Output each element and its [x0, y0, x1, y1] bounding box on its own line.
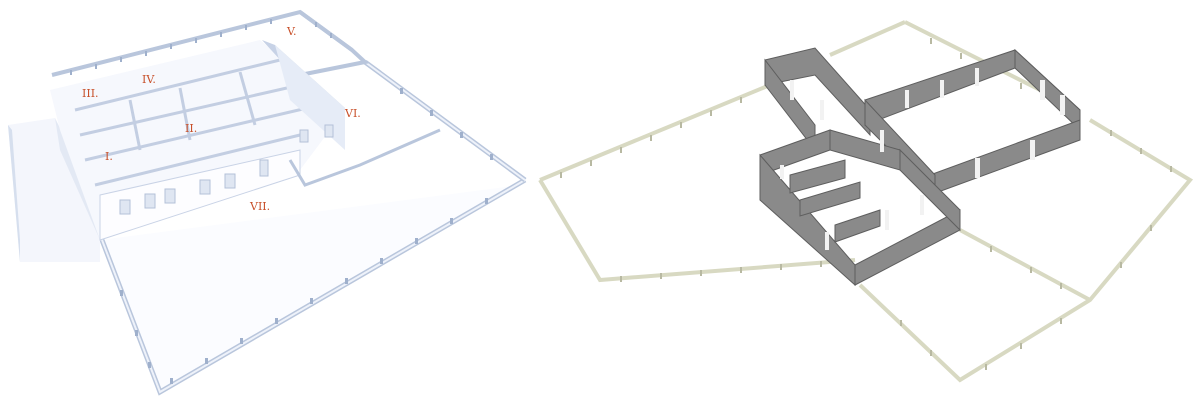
right-building-model	[538, 20, 1194, 383]
right-openings	[780, 68, 1065, 250]
room-label-vii: VII.	[249, 200, 270, 213]
right-building-walls	[759, 47, 1081, 287]
room-label-iv: IV.	[142, 73, 156, 86]
right-fence-posts	[560, 38, 1172, 370]
left-building-model: I. II. III. IV. V. VI. VII.	[8, 9, 527, 396]
back-fence-posts	[70, 19, 332, 75]
room-label-iii: III.	[82, 87, 99, 100]
courtyard-floor	[100, 185, 520, 392]
room-label-v: V.	[286, 25, 297, 38]
fence-posts	[120, 88, 493, 384]
room-label-i: I.	[105, 150, 113, 163]
left-main-building	[50, 40, 441, 241]
room-label-vi: VI.	[344, 107, 361, 120]
back-fence	[51, 9, 370, 77]
right-fences	[538, 20, 1194, 383]
left-annex	[8, 118, 100, 262]
room-label-ii: II.	[185, 122, 197, 135]
